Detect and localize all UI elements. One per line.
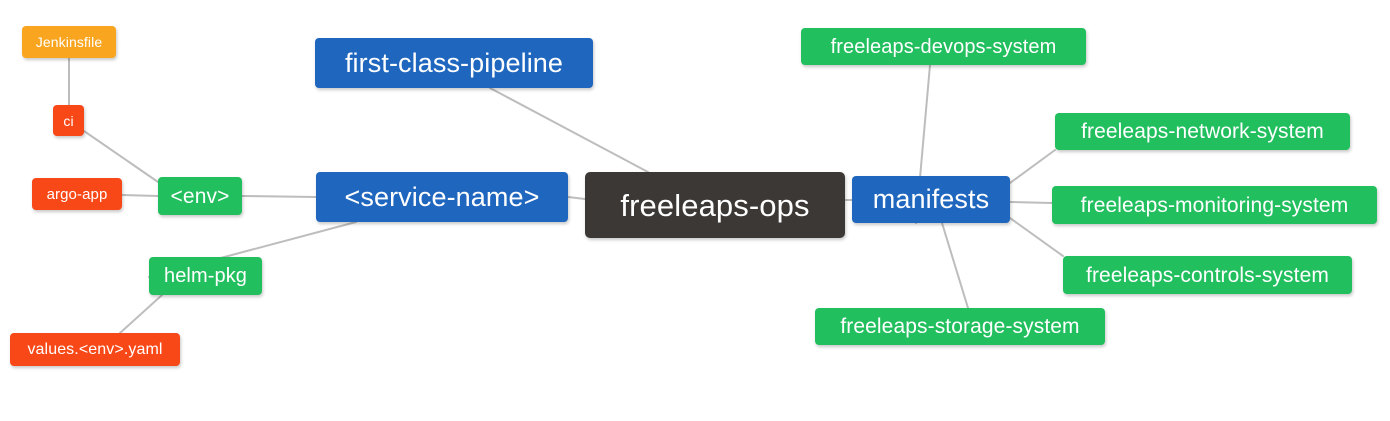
edge-values-yaml-to-helm-pkg [119,294,163,334]
node-manifests[interactable]: manifests [852,176,1010,223]
node-freeleaps-network-system[interactable]: freeleaps-network-system [1055,113,1350,150]
node-freeleaps-controls-system[interactable]: freeleaps-controls-system [1063,256,1352,294]
node-env[interactable]: <env> [158,177,242,215]
node-freeleaps-ops[interactable]: freeleaps-ops [585,172,845,238]
edge-argo-app-to-env [121,194,159,197]
edge-ci-to-env [83,130,159,183]
edge-env-to-service-name [241,195,317,198]
node-ci[interactable]: ci [53,105,84,136]
node-values-yaml[interactable]: values.<env>.yaml [10,333,180,366]
node-service-name[interactable]: <service-name> [316,172,568,222]
edge-service-name-to-freeleaps-ops [567,196,586,200]
node-first-class-pipeline[interactable]: first-class-pipeline [315,38,593,88]
node-freeleaps-devops-system[interactable]: freeleaps-devops-system [801,28,1086,65]
edge-manifests-to-freeleaps-storage-system [941,222,969,309]
edge-manifests-to-freeleaps-monitoring-system [1009,201,1053,204]
edge-first-class-pipeline-to-freeleaps-ops [489,87,649,173]
edge-manifests-to-freeleaps-network-system [1009,149,1056,184]
node-helm-pkg[interactable]: helm-pkg [149,257,262,295]
node-jenkinsfile[interactable]: Jenkinsfile [22,26,116,58]
node-argo-app[interactable]: argo-app [32,178,122,210]
node-freeleaps-storage-system[interactable]: freeleaps-storage-system [815,308,1105,345]
node-freeleaps-monitoring-system[interactable]: freeleaps-monitoring-system [1052,186,1377,224]
